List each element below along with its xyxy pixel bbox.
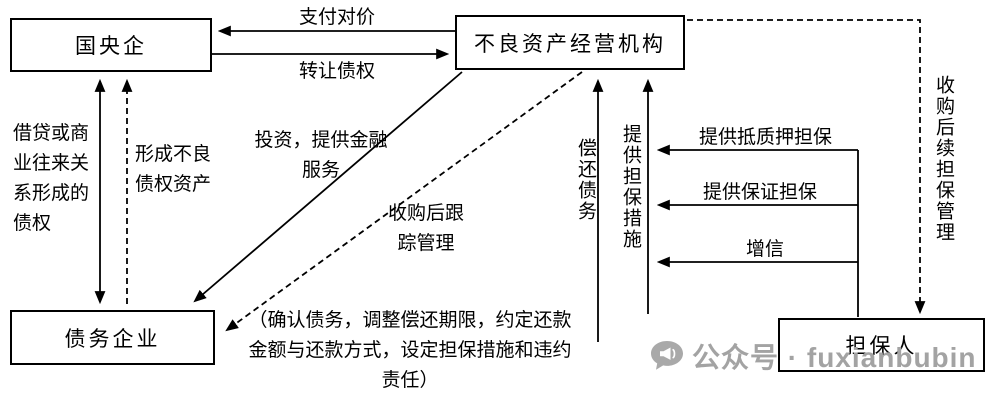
node-state-central-enterprise: 国央企 <box>10 18 212 72</box>
watermark: 公众号 · fuxianbubin <box>650 336 977 376</box>
label-provide-surety-guarantee: 提供保证担保 <box>703 182 818 203</box>
node-debtor-enterprise-label: 债务企业 <box>64 326 161 351</box>
node-npa-institution: 不良资产经营机构 <box>455 15 685 70</box>
watermark-text: 公众号 · fuxianbubin <box>692 342 977 373</box>
speech-bubble-megaphone-icon <box>651 341 683 370</box>
node-npa-institution-label: 不良资产经营机构 <box>474 31 666 56</box>
arrow-post-acquisition-tracking <box>225 71 583 332</box>
label-provide-collateral-pledge: 提供抵质押担保 <box>699 127 833 148</box>
label-post-acquisition-tracking: 收购后跟踪管理 <box>387 203 464 254</box>
label-transfer-creditor-rights: 转让债权 <box>299 61 376 82</box>
arrow-post-acquisition-guarantee-management <box>687 19 926 315</box>
label-pay-consideration: 支付对价 <box>299 7 376 28</box>
label-repay-debt: 偿还债务 <box>575 138 596 222</box>
node-guarantor: 担保人 <box>778 318 985 372</box>
node-state-central-enterprise-label: 国央企 <box>75 34 147 58</box>
node-guarantor-label: 担保人 <box>845 334 918 358</box>
label-credit-enhancement: 增信 <box>746 239 785 260</box>
node-debtor-enterprise: 债务企业 <box>10 310 215 365</box>
arrow-invest-financial-services <box>193 71 463 303</box>
label-loan-business-credit: 借贷或商业往来关系形成的债权 <box>13 123 90 234</box>
label-invest-financial-services: 投资，提供金融服务 <box>254 130 388 181</box>
label-agreement-note: （确认债务，调整偿还期限，约定还款金额与还款方式，设定担保措施和违约责任） <box>248 310 572 391</box>
label-provide-guarantee-measures: 提供担保措施 <box>620 124 641 250</box>
label-form-npa: 形成不良债权资产 <box>135 144 212 195</box>
label-post-acquisition-guarantee-management: 收购后续担保管理 <box>933 75 954 243</box>
